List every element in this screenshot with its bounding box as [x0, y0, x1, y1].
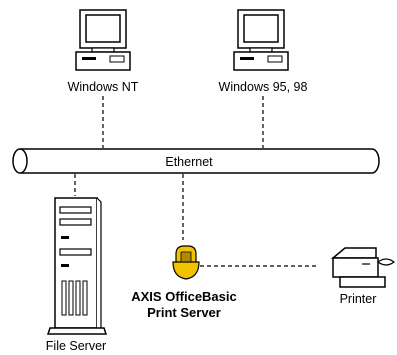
windows-95-98-label: Windows 95, 98 [219, 80, 308, 94]
server-tower-icon [46, 197, 108, 335]
ethernet-label: Ethernet [165, 155, 213, 169]
printer-icon [330, 247, 396, 288]
file-server-label: File Server [46, 339, 106, 353]
ethernet-cable [12, 148, 380, 174]
print-server-label-line1: AXIS OfficeBasic [131, 289, 237, 304]
computer-icon [75, 9, 131, 71]
print-server-icon [172, 245, 200, 280]
printer-label: Printer [340, 292, 377, 306]
print-server-label-line2: Print Server [147, 305, 221, 320]
windows-nt-label: Windows NT [68, 80, 139, 94]
computer-icon [233, 9, 289, 71]
